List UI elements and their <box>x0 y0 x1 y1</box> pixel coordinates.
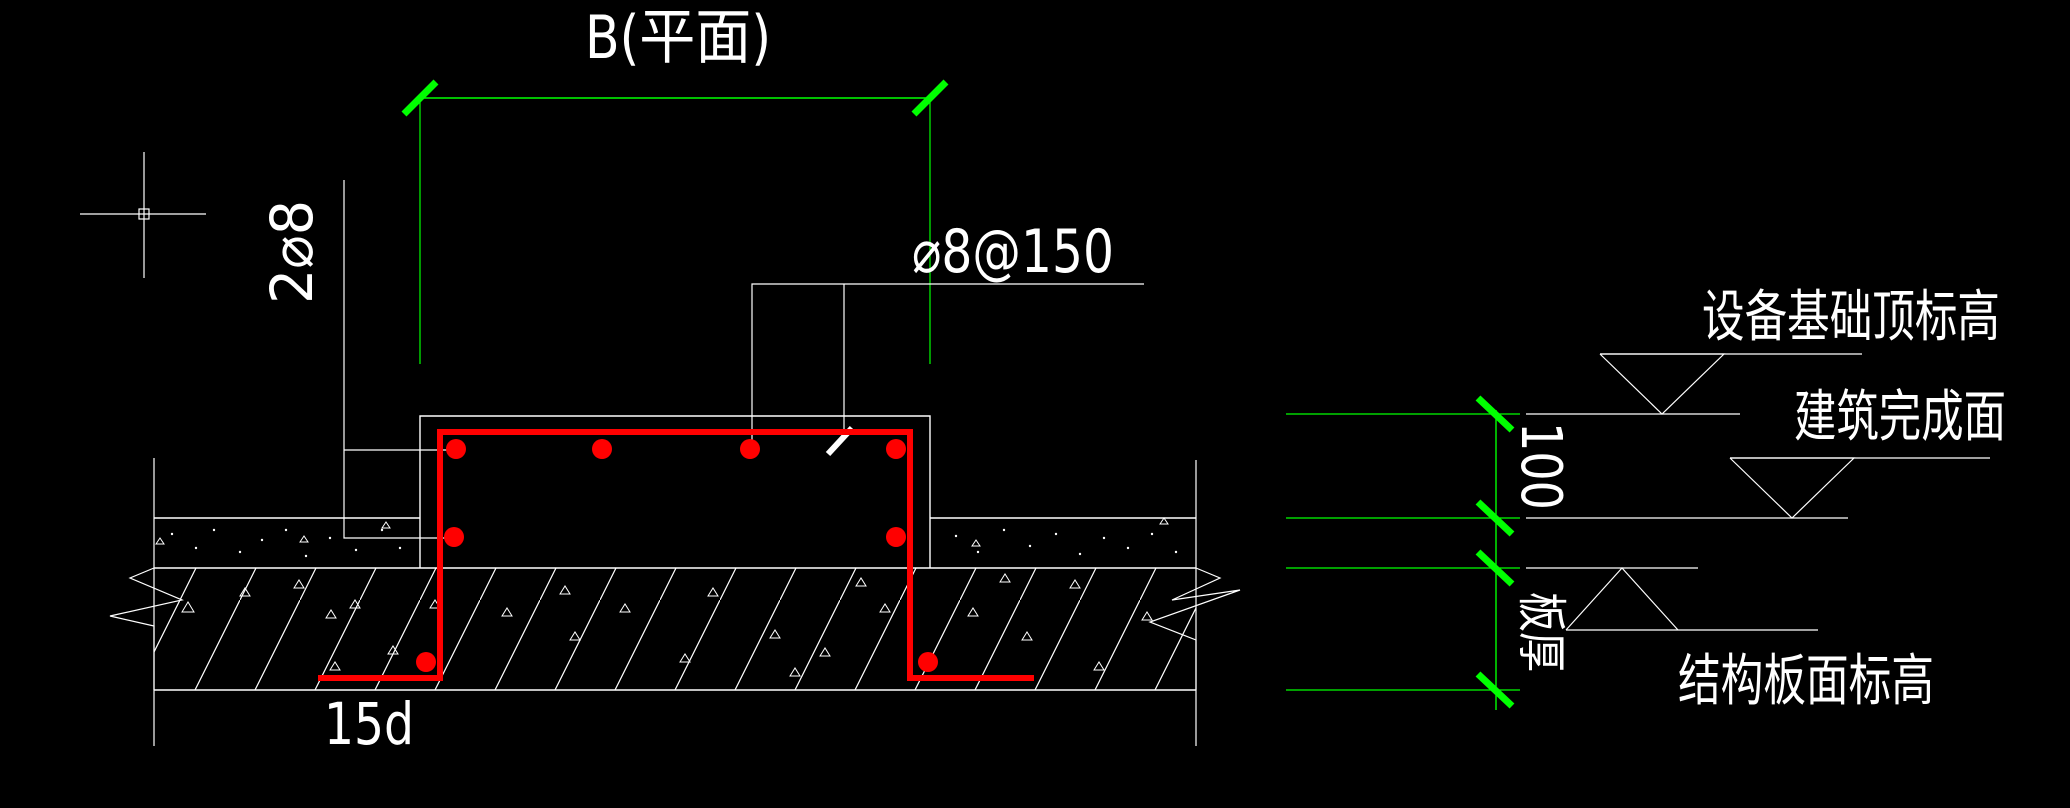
rebar-cage: 15d <box>318 429 1034 758</box>
rebar-dot <box>444 527 464 547</box>
equip-top-elev-label: 设备基础顶标高 <box>1702 285 2000 350</box>
elevation-marker-finished-floor: 建筑完成面 <box>1526 385 2006 519</box>
stirrup-label: ⌀8@150 <box>912 217 1114 287</box>
rebar-dot <box>446 439 466 459</box>
cad-crosshair-cursor <box>80 152 206 278</box>
slab-aggregate-marks <box>181 573 1153 677</box>
elevation-dimension-chain: 100 板厚 <box>1286 395 1573 710</box>
elev-tick <box>1475 395 1515 433</box>
finished-floor-label: 建筑完成面 <box>1794 385 2006 450</box>
dimension-b: B(平面) <box>401 3 949 364</box>
anchor-length-label: 15d <box>324 690 414 758</box>
side-rebar-label: 2⌀8 <box>258 200 326 304</box>
equipment-base <box>419 415 931 568</box>
rebar-dot <box>886 527 906 547</box>
elev-tick <box>1475 671 1515 709</box>
rebar-dot <box>886 439 906 459</box>
finish-layer-speckle <box>170 528 1178 558</box>
rebar-dot <box>592 439 612 459</box>
stirrup-callout: ⌀8@150 <box>751 217 1144 457</box>
elevation-marker-equip-top: 设备基础顶标高 <box>1526 285 2000 415</box>
rebar-dot <box>416 652 436 672</box>
elevation-marker-struct-slab: 结构板面标高 <box>1526 567 1934 714</box>
floor-slab-section <box>109 458 1241 746</box>
rebar-dot <box>740 439 760 459</box>
dim-b-label: B(平面) <box>585 3 771 73</box>
dim-100-label: 100 <box>1508 422 1573 510</box>
slab-thickness-label: 板厚 <box>1512 592 1570 672</box>
elev-tick <box>1475 549 1515 587</box>
elev-tick <box>1475 499 1515 537</box>
struct-slab-elev-label: 结构板面标高 <box>1678 649 1934 714</box>
rebar-dot <box>918 652 938 672</box>
side-rebar-callout: 2⌀8 <box>258 180 455 539</box>
dim-tick-left <box>401 79 439 117</box>
dim-tick-right <box>911 79 949 117</box>
